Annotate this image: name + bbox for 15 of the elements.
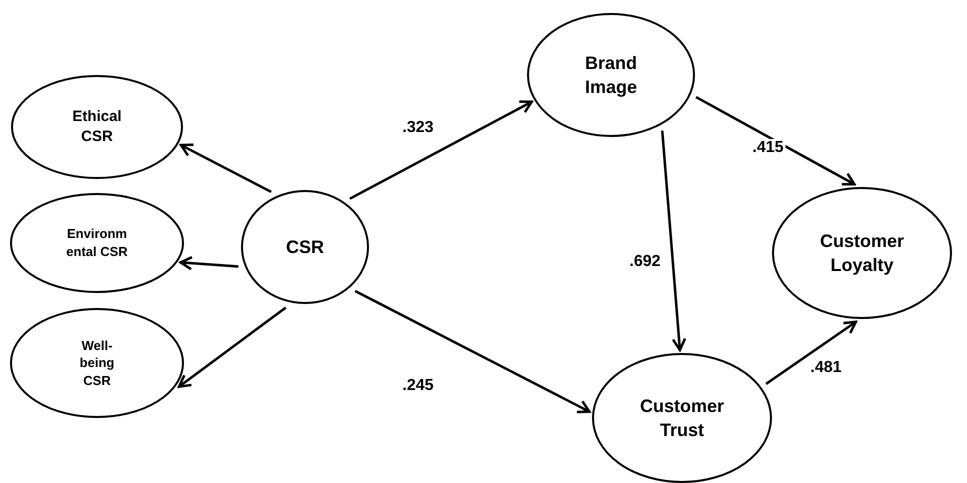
- construct-name: Customer Loyalty: [818, 230, 905, 277]
- arrow: [180, 144, 272, 193]
- arrow: [661, 130, 686, 352]
- construct-name: Well- being CSR: [78, 336, 116, 390]
- construct-name: Ethical CSR: [71, 106, 123, 147]
- arrow: [179, 256, 239, 270]
- construct-name: Brand Image: [584, 52, 638, 99]
- arrow: [349, 100, 533, 200]
- arrow: [354, 290, 591, 414]
- arrow: [178, 306, 287, 388]
- construct-name: Environm ental CSR: [65, 225, 129, 261]
- arrow: [695, 96, 856, 186]
- arrow: [765, 320, 858, 385]
- construct-name: CSR: [284, 236, 325, 259]
- construct-name: Customer Trust: [638, 394, 725, 442]
